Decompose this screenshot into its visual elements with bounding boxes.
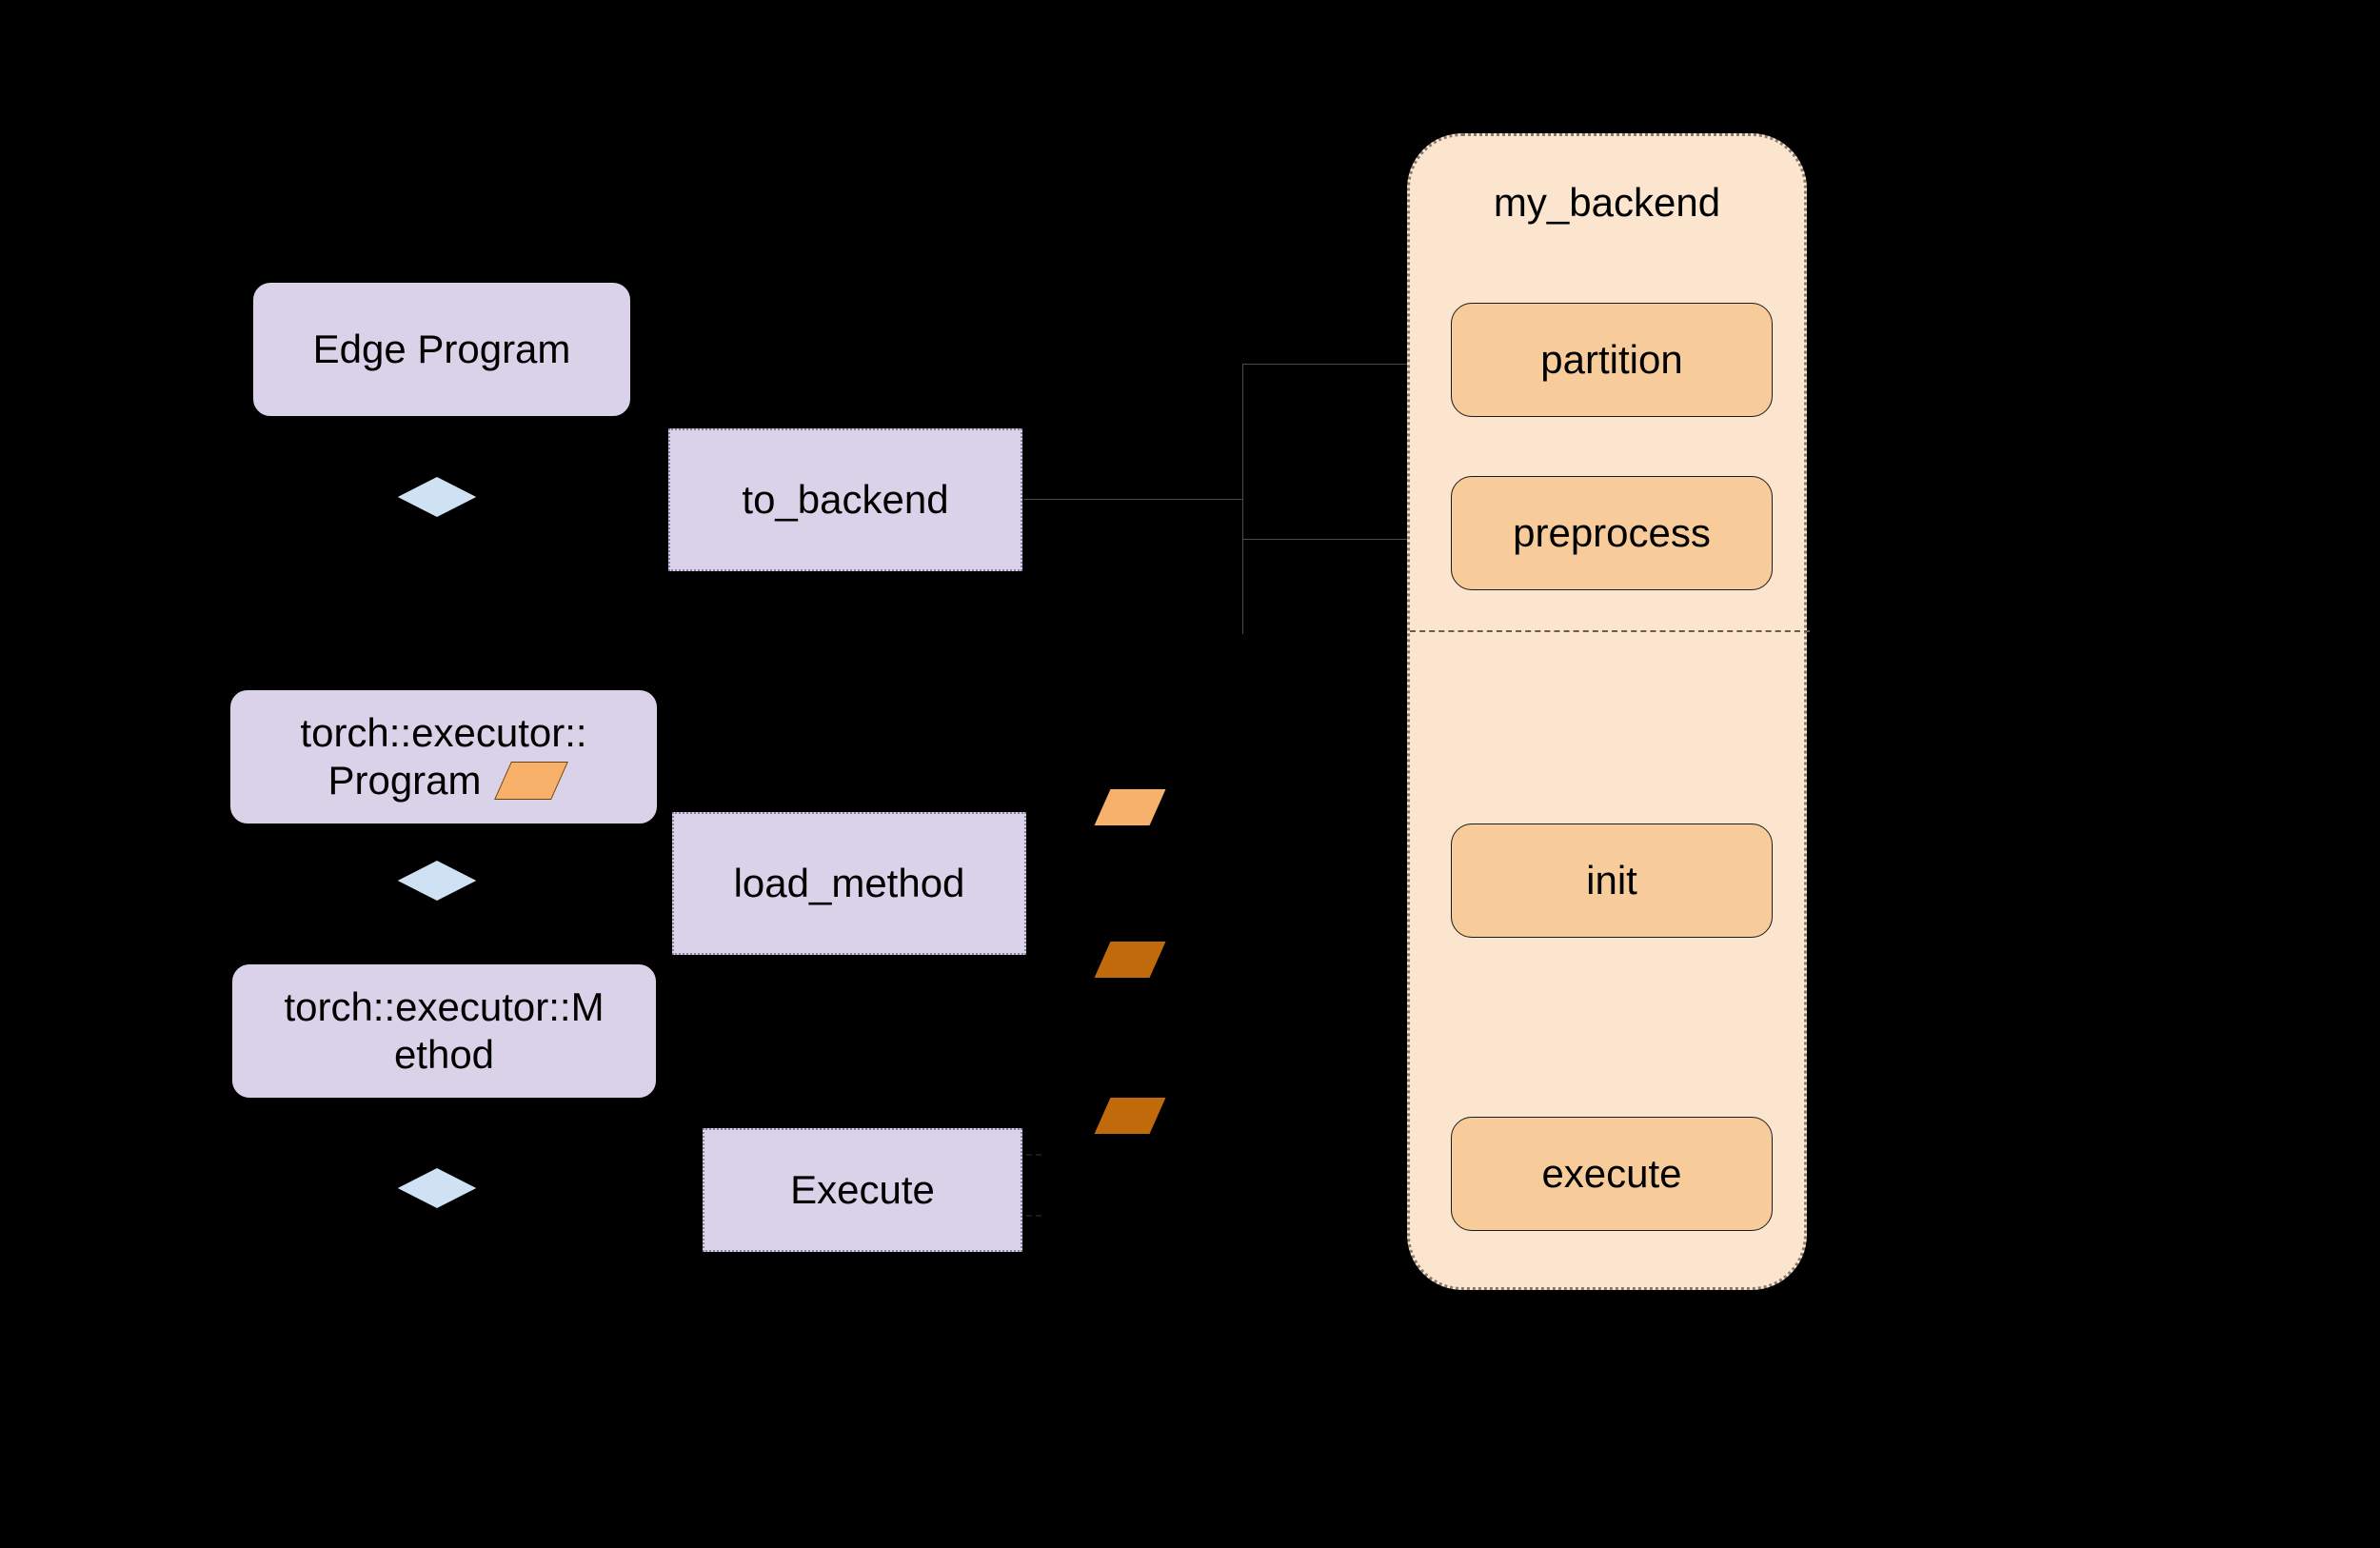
backend-method-preprocess-label: preprocess (1513, 510, 1711, 555)
diamond-3-icon (397, 1167, 477, 1209)
node-execute-call-label: Execute (790, 1167, 935, 1213)
backend-method-execute[interactable]: execute (1451, 1117, 1773, 1231)
node-executor-program-label-line2: Program (327, 758, 482, 803)
marker-parallelogram-2 (1094, 942, 1166, 978)
node-executor-method[interactable]: torch::executor::M ethod (232, 964, 656, 1098)
backend-title-label: my_backend (1493, 180, 1721, 225)
node-executor-program-label-line1: torch::executor:: (300, 710, 587, 756)
node-executor-method-label-line1: torch::executor::M (284, 984, 605, 1030)
connector-to-backend-bracket (1242, 364, 1243, 634)
backend-title: my_backend (1410, 180, 1804, 226)
backend-method-partition[interactable]: partition (1451, 303, 1773, 417)
backend-method-preprocess[interactable]: preprocess (1451, 476, 1773, 590)
node-edge-program-label: Edge Program (312, 327, 571, 372)
node-executor-program-line2-row: Program (327, 757, 568, 804)
node-executor-method-label-line2: ethod (393, 1032, 495, 1077)
connector-to-partition (1242, 364, 1447, 365)
node-load-method[interactable]: load_method (672, 812, 1026, 955)
connector-execute-box-stub-bottom (1017, 1215, 1041, 1217)
marker-parallelogram-3 (1094, 1098, 1166, 1134)
node-executor-program[interactable]: torch::executor:: Program (230, 690, 657, 824)
node-edge-program[interactable]: Edge Program (253, 283, 630, 416)
connector-to-backend-stem (1023, 499, 1242, 500)
backend-method-init-label: init (1586, 858, 1637, 903)
node-load-method-label: load_method (733, 861, 965, 906)
connector-to-preprocess (1242, 539, 1447, 540)
diamond-2-icon (397, 860, 477, 902)
node-execute-call[interactable]: Execute (703, 1128, 1022, 1252)
connector-execute-box-stub-top (1017, 1154, 1041, 1156)
node-to-backend-label: to_backend (742, 477, 949, 523)
parallelogram-icon (493, 761, 568, 800)
backend-method-execute-label: execute (1541, 1151, 1682, 1196)
diamond-1-icon (397, 476, 477, 518)
backend-section-divider (1410, 630, 1810, 632)
node-to-backend[interactable]: to_backend (668, 428, 1022, 571)
backend-container: my_backend partition preprocess init exe… (1407, 133, 1810, 1290)
backend-method-partition-label: partition (1540, 337, 1683, 382)
backend-method-init[interactable]: init (1451, 824, 1773, 938)
marker-parallelogram-1 (1094, 789, 1166, 825)
